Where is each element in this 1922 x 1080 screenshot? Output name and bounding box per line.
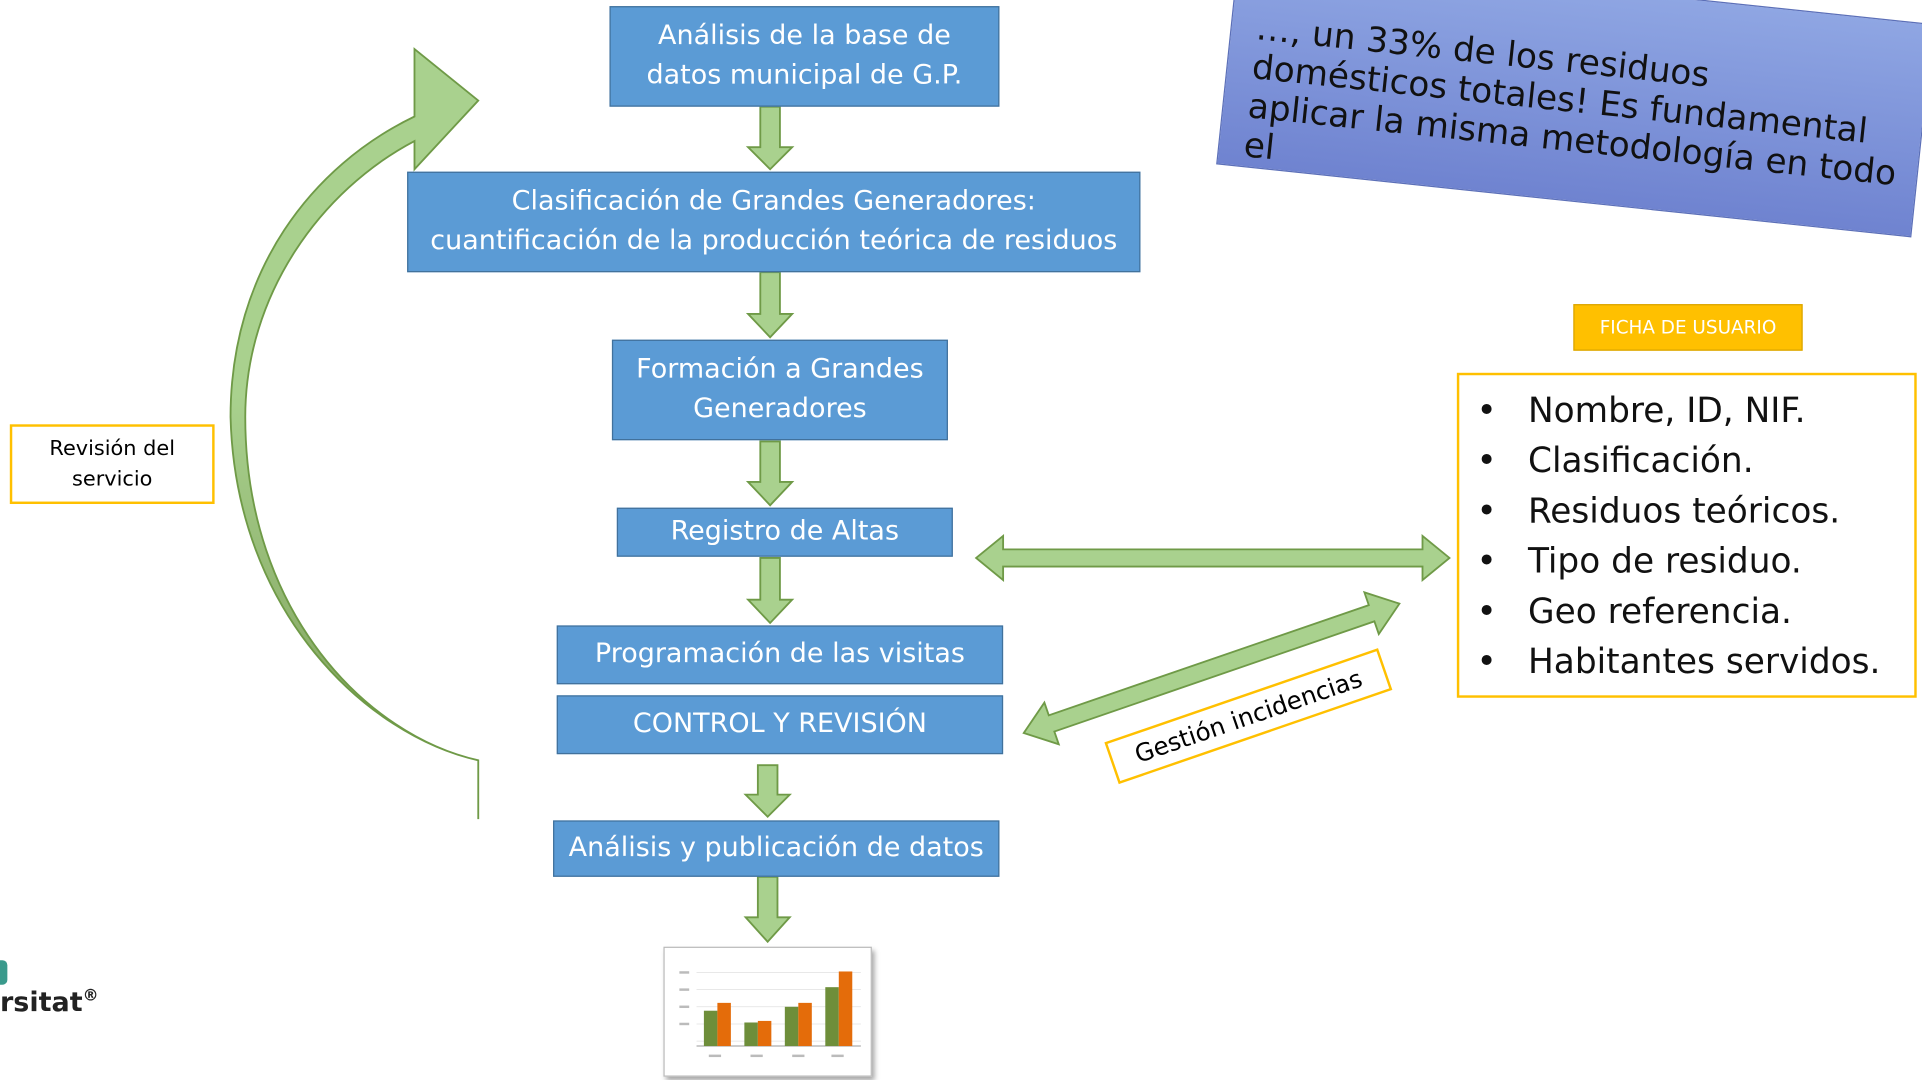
university-logo: rsitat® bbox=[0, 987, 99, 1018]
down-arrow bbox=[743, 875, 792, 944]
chart-thumbnail-svg bbox=[679, 971, 861, 1058]
thumbnail-bar bbox=[784, 1006, 799, 1047]
user-sheet-item: Geo referencia. bbox=[1476, 586, 1914, 636]
thumbnail-bar bbox=[825, 987, 839, 1047]
down-arrow bbox=[745, 105, 795, 171]
double-arrow-control-ficha bbox=[1022, 590, 1401, 746]
user-sheet-item: Clasificación. bbox=[1476, 435, 1914, 485]
chart-thumbnail-image bbox=[663, 946, 872, 1077]
down-arrow bbox=[745, 271, 795, 339]
user-sheet-list: Nombre, ID, NIF. Clasificación. Residuos… bbox=[1456, 372, 1917, 698]
logo-mark-icon bbox=[0, 960, 8, 985]
step-registro-altas: Registro de Altas bbox=[616, 507, 953, 557]
down-arrow bbox=[745, 440, 795, 507]
down-arrow bbox=[743, 764, 792, 819]
thumbnail-bar bbox=[744, 1022, 758, 1047]
step-programacion-visitas: Programación de las visitas bbox=[556, 625, 1004, 685]
logo-mark: ® bbox=[82, 987, 99, 1006]
user-sheet-item: Nombre, ID, NIF. bbox=[1476, 385, 1914, 435]
down-arrows bbox=[743, 105, 795, 944]
step-analisis-publicacion: Análisis y publicación de datos bbox=[553, 820, 1000, 877]
logo-text: rsitat bbox=[0, 987, 83, 1019]
down-arrow bbox=[745, 557, 795, 625]
thumbnail-bar bbox=[757, 1020, 772, 1047]
user-sheet-title: FICHA DE USUARIO bbox=[1573, 304, 1803, 351]
review-service-label: Revisión del servicio bbox=[9, 424, 215, 505]
feedback-curved-arrow bbox=[229, 47, 480, 820]
thumbnail-bar bbox=[703, 1010, 718, 1047]
thumbnail-bar bbox=[798, 1002, 812, 1047]
step-clasificacion-grandes-generadores: Clasificación de Grandes Generadores: cu… bbox=[407, 171, 1141, 273]
step-analisis-base-datos: Análisis de la base de datos municipal d… bbox=[609, 6, 1000, 107]
step-control-revision: CONTROL Y REVISIÓN bbox=[556, 695, 1004, 755]
user-sheet-item: Residuos teóricos. bbox=[1476, 486, 1914, 536]
double-arrow-registro-ficha bbox=[974, 533, 1451, 582]
user-sheet-item: Habitantes servidos. bbox=[1476, 636, 1914, 686]
thumbnail-bar bbox=[717, 1002, 731, 1047]
thumbnail-bar bbox=[838, 971, 853, 1047]
user-sheet-item: Tipo de residuo. bbox=[1476, 536, 1914, 586]
step-formacion-grandes-generadores: Formación a Grandes Generadores bbox=[611, 339, 948, 441]
